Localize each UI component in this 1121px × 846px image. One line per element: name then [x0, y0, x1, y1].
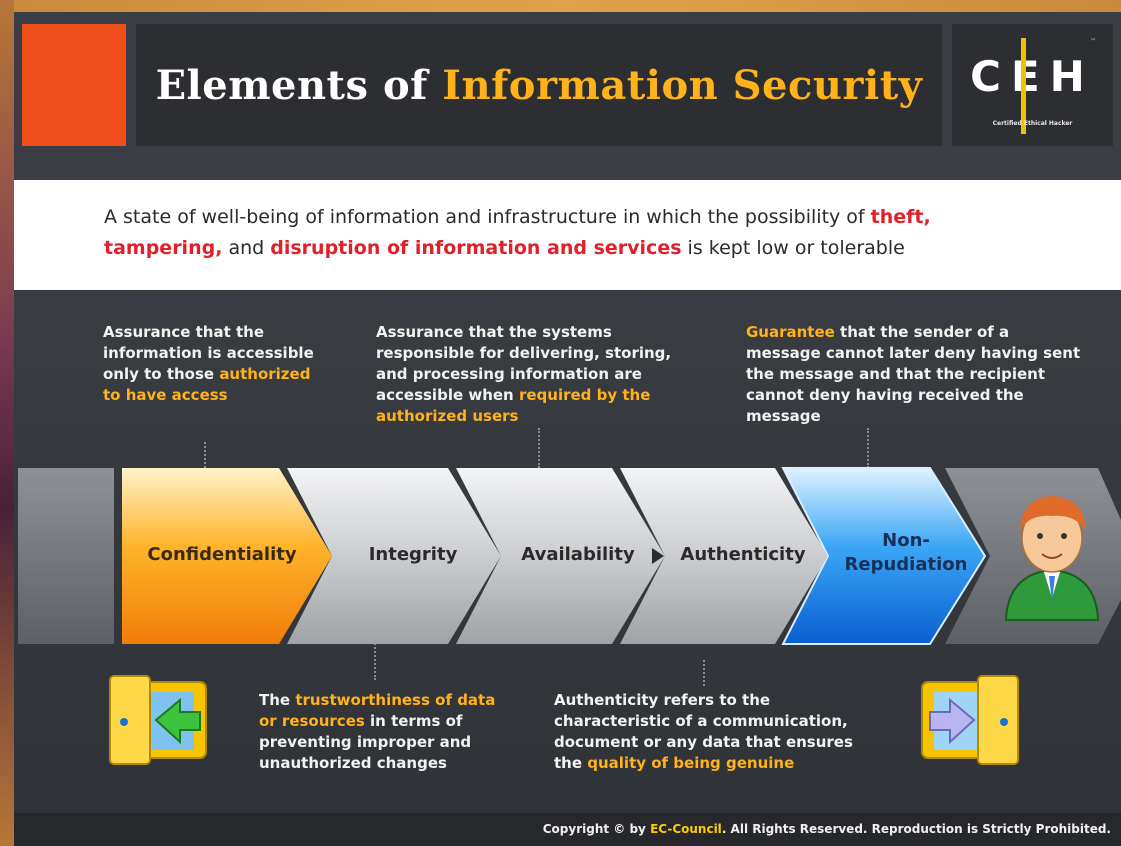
availability-desc-text: Assurance that the systems responsible f… [376, 323, 672, 404]
integrity-desc-pre: The [259, 691, 296, 709]
integrity-desc-text: in terms of preventing improper and unau… [259, 712, 472, 772]
orange-accent-block [22, 24, 126, 146]
copyright-brand: EC-Council [650, 822, 722, 836]
logo-trademark: ™ [1090, 38, 1096, 45]
definition-theft: theft, [870, 206, 931, 228]
title-box: Elements of Information Security [136, 24, 942, 146]
copyright-suffix: . All Rights Reserved. Reproduction is S… [721, 822, 1111, 836]
element-availability: Availability [521, 544, 635, 565]
authenticity-desc-text: Authenticity refers to the characteristi… [554, 691, 853, 772]
confidentiality-description: Assurance that the information is access… [103, 322, 323, 406]
definition-disruption: disruption of information and services [270, 237, 682, 259]
non-repudiation-desc-text: that the sender of a message cannot late… [746, 323, 1081, 425]
element-confidentiality: Confidentiality [147, 544, 297, 565]
non-repudiation-desc-highlight: Guarantee [746, 323, 835, 341]
integrity-description: The trustworthiness of data or resources… [259, 690, 509, 774]
page-title: Elements of Information Security [156, 62, 923, 109]
definition-tampering: tampering, [104, 237, 223, 259]
title-prefix: Elements of [155, 61, 443, 109]
chevron-confidentiality [122, 468, 332, 644]
connector-line [538, 428, 540, 468]
flow-start-stub [18, 468, 114, 644]
definition-part1: A state of well-being of information and… [104, 206, 871, 228]
logo-divider-bar [1021, 38, 1026, 134]
definition-panel: A state of well-being of information and… [14, 180, 1121, 290]
confidentiality-desc-highlight: authorized to have access [103, 365, 311, 404]
footer-bar: Copyright © by EC-Council. All Rights Re… [14, 813, 1121, 846]
title-accent: Information Security [442, 61, 923, 109]
definition-text: A state of well-being of information and… [104, 202, 1064, 264]
chevron-integrity [287, 468, 501, 644]
slide-frame-top [0, 0, 1121, 12]
slide-frame-left [0, 0, 14, 846]
logo-letters: CEH [970, 52, 1095, 101]
connector-line [204, 442, 206, 468]
user-avatar-icon [1004, 496, 1100, 621]
availability-desc-highlight: required by the authorized users [376, 386, 651, 425]
element-non-repudiation: Non- Repudiation [836, 529, 976, 577]
ceh-logo: CEH Certified Ethical Hacker ™ [952, 24, 1113, 146]
confidentiality-desc-text: Assurance that the information is access… [103, 323, 314, 383]
definition-part3: is kept low or tolerable [681, 237, 905, 259]
copyright-prefix: Copyright © by [542, 822, 651, 836]
authenticity-description: Authenticity refers to the characteristi… [554, 690, 854, 774]
element-authenticity: Authenticity [680, 544, 806, 565]
door-arrow-left-icon [109, 675, 207, 765]
non-repudiation-line1: Non- [882, 530, 930, 551]
door-arrow-right-icon [921, 675, 1019, 765]
connector-line [703, 660, 705, 686]
connector-line [374, 640, 376, 680]
non-repudiation-description: Guarantee that the sender of a message c… [746, 322, 1086, 427]
integrity-desc-highlight: trustworthiness of data or resources [259, 691, 496, 730]
copyright-notice: Copyright © by EC-Council. All Rights Re… [543, 822, 1111, 836]
element-integrity: Integrity [368, 544, 458, 565]
flow-marker [652, 548, 664, 564]
chevron-availability [456, 468, 665, 644]
connector-line [867, 428, 869, 468]
authenticity-desc-highlight: quality of being genuine [587, 754, 795, 772]
definition-part2: and [222, 237, 271, 259]
logo-subtitle: Certified Ethical Hacker [992, 120, 1073, 127]
availability-description: Assurance that the systems responsible f… [376, 322, 706, 427]
non-repudiation-line2: Repudiation [844, 554, 968, 575]
chevron-authenticity [620, 468, 828, 644]
